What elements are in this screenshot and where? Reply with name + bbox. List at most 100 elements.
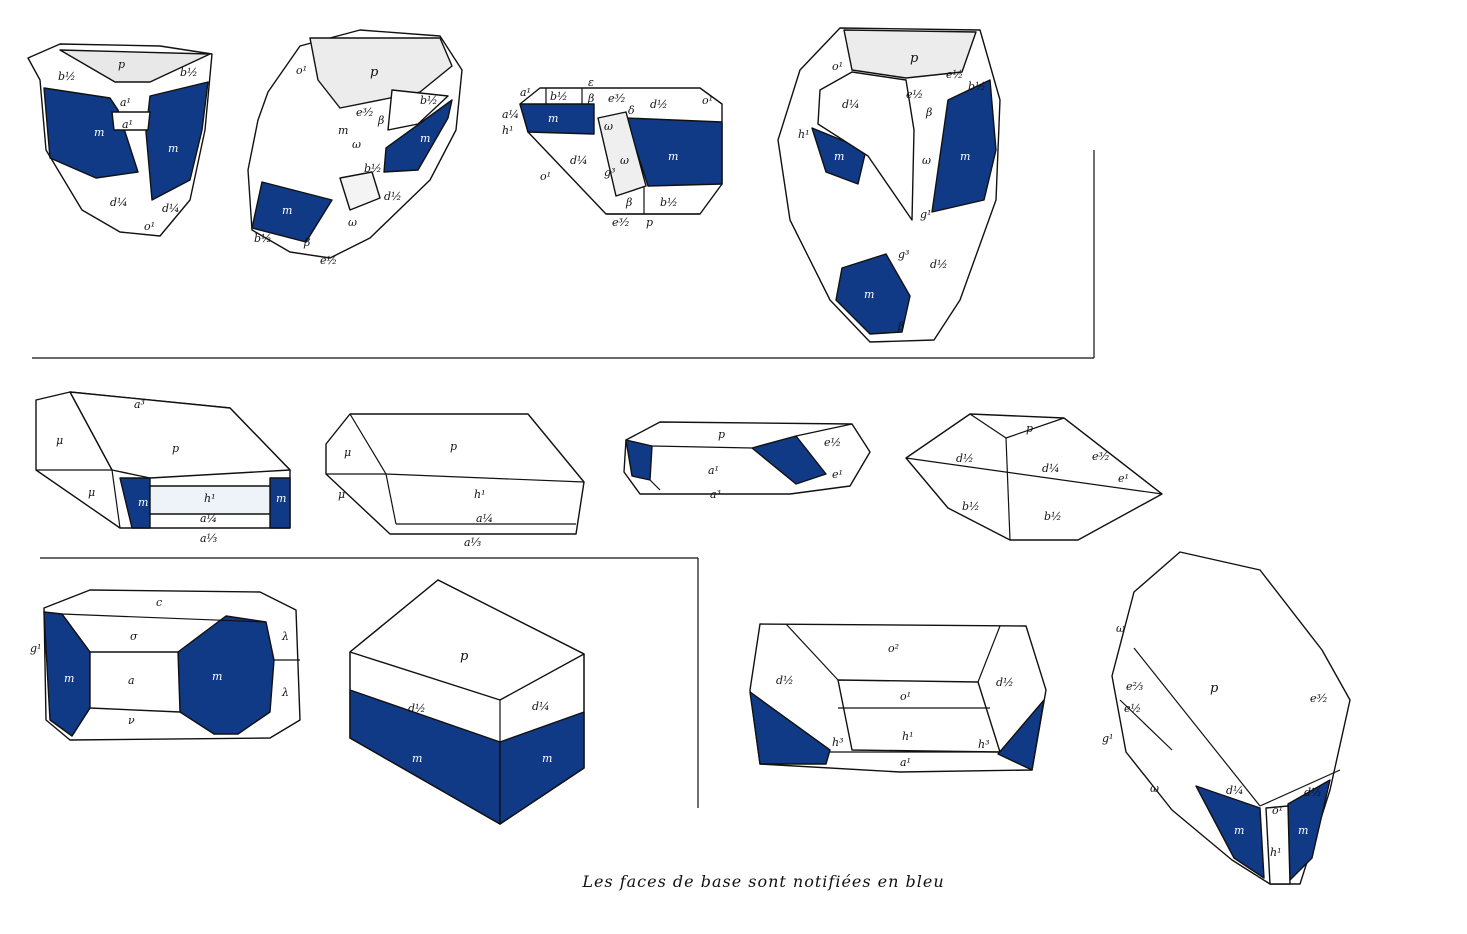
- crystal-2-face-m-left: [251, 181, 333, 243]
- crystal-4-label-omega: ω: [922, 154, 931, 167]
- crystal-4-face-m-right: [931, 79, 997, 213]
- crystal-9: c σ a ν m m λ λ g¹: [30, 589, 301, 741]
- crystal-12-label-g1: g¹: [1102, 732, 1113, 745]
- crystal-11-label-d12-left: d½: [776, 674, 794, 687]
- crystal-11-label-o1: o¹: [900, 690, 911, 703]
- crystal-3-label-m-right: m: [668, 150, 678, 163]
- crystal-4-face-d14: [817, 71, 915, 221]
- crystal-11-label-h3-right: h³: [978, 738, 990, 751]
- crystal-4-label-h1: h¹: [798, 128, 810, 141]
- crystal-12-label-e32: e³⁄₂: [1310, 692, 1327, 705]
- crystal-2-label-o1: o¹: [296, 64, 307, 77]
- crystal-8-label-b12: b½: [962, 500, 980, 513]
- crystal-3-face-m-right: [625, 117, 723, 187]
- crystal-12-label-h1: h¹: [1270, 846, 1282, 859]
- crystal-12-label-e: e½: [1124, 702, 1141, 715]
- crystal-12-label-m-right: m: [1298, 824, 1308, 837]
- crystal-4-face-p: [843, 29, 977, 79]
- crystal-8-label-e1: e¹: [1118, 472, 1129, 485]
- crystal-2-label-e12: e½: [320, 254, 337, 267]
- crystal-10-label-m-right: m: [542, 752, 552, 765]
- crystal-10-face-m-right: [499, 711, 585, 825]
- crystal-4-label-beta: β: [925, 106, 932, 119]
- crystal-1-label-d14-left: d¼: [110, 196, 128, 209]
- crystal-9-label-g1: g¹: [30, 642, 41, 655]
- crystal-9-label-nu: ν: [128, 714, 135, 727]
- crystal-1-label-a1-b: a¹: [122, 118, 133, 131]
- crystal-2-label-d12: d½: [384, 190, 402, 203]
- crystal-4-label-m-bottom: m: [864, 288, 874, 301]
- crystal-11-face-m-right: [997, 699, 1045, 771]
- crystal-3-label-o1-b: o¹: [540, 170, 551, 183]
- crystal-11-face-o1: [837, 679, 1001, 753]
- crystal-10: p d½ d¼ m m: [349, 579, 585, 825]
- crystal-4-label-g3: g³: [898, 248, 909, 261]
- crystal-5-label-mu-b: μ: [88, 486, 95, 499]
- crystal-3-label-b12: b½: [550, 90, 568, 103]
- crystal-6-label-a13: a⅓: [464, 536, 482, 549]
- crystal-5: a³ μ p μ h¹ m m a¼ a⅓: [35, 391, 291, 545]
- crystal-3-face-omega: [597, 111, 647, 197]
- crystal-8-outline: [905, 413, 1163, 541]
- crystal-1-label-p: p: [118, 58, 125, 71]
- crystal-2-label-m: m: [338, 124, 348, 137]
- crystal-11-label-o2: o²: [888, 642, 899, 655]
- crystal-2-face-b12: [387, 89, 449, 131]
- crystal-4-label-m-right: m: [960, 150, 970, 163]
- crystal-4: p o¹ e½ e½ b½ d¼ β h¹ m ω m g¹ g³ d½ m β: [777, 27, 1001, 343]
- plate-caption: Les faces de base sont notifiées en bleu: [582, 872, 945, 891]
- crystal-2-label-b12-bottom: b½: [254, 232, 272, 245]
- crystal-2-label-omega: ω: [352, 138, 361, 151]
- crystal-11-label-h1: h¹: [902, 730, 914, 743]
- crystal-6-outline: [325, 413, 585, 535]
- crystal-10-label-d12: d½: [408, 702, 426, 715]
- crystal-12-label-e23: e⅔: [1126, 680, 1144, 693]
- crystal-5-label-m-right: m: [276, 492, 286, 505]
- crystal-2-label-beta: β: [377, 114, 384, 127]
- crystal-3-label-a14: a¼: [502, 108, 519, 121]
- crystal-2-label-m-left: m: [282, 204, 292, 217]
- crystal-3-label-beta: β: [587, 92, 594, 105]
- crystal-4-label-o1: o¹: [832, 60, 843, 73]
- crystal-2-label-b12-lower: b½: [364, 162, 382, 175]
- crystal-6-label-h1: h¹: [474, 488, 486, 501]
- crystal-3-label-omega-b: ω: [620, 154, 629, 167]
- crystal-1-label-b12-right: b½: [180, 66, 198, 79]
- crystal-7-label-a3: a³: [710, 488, 721, 501]
- crystal-9-label-sigma: σ: [130, 630, 138, 643]
- crystal-9-face-a: [89, 651, 181, 713]
- crystal-1-label-o1: o¹: [144, 220, 155, 233]
- crystal-3-label-d14: d¼: [570, 154, 588, 167]
- crystal-2-label-omega-b: ω: [348, 216, 357, 229]
- crystal-7: p e½ a¹ e¹ a³: [623, 421, 871, 501]
- crystal-9-face-m-right: [177, 615, 275, 735]
- crystal-3-label-epsilon: ε: [588, 76, 594, 89]
- crystal-3-label-d12: d½: [650, 98, 668, 111]
- crystal-5-label-m-left: m: [138, 496, 148, 509]
- crystal-3-label-e32: e³⁄₂: [608, 92, 625, 105]
- crystal-2-face-m-right: [383, 99, 453, 173]
- crystal-12: p ω e⅔ e½ g¹ e³⁄₂ ω d¼ o¹ d½ m m h¹: [1102, 551, 1351, 885]
- crystal-5-label-a14: a¼: [200, 512, 217, 525]
- crystal-4-label-d14: d¼: [842, 98, 860, 111]
- crystal-3-face-m-left: [519, 103, 595, 135]
- crystal-9-label-m-left: m: [64, 672, 74, 685]
- crystal-5-face-m-left: [119, 477, 151, 529]
- crystal-10-label-m-left: m: [412, 752, 422, 765]
- crystal-9-label-m-right: m: [212, 670, 222, 683]
- crystal-7-face-m-right: [751, 435, 827, 485]
- crystal-11: o² o¹ d½ d½ h³ h¹ h³ a¹: [749, 623, 1047, 773]
- crystal-5-label-a13: a⅓: [200, 532, 218, 545]
- crystal-4-label-b12: b½: [968, 80, 986, 93]
- crystal-7-label-a1: a¹: [708, 464, 719, 477]
- crystal-2-label-m-right: m: [420, 132, 430, 145]
- crystal-3-label-a1: a¹: [520, 86, 531, 99]
- crystal-2-label-b12: b½: [420, 94, 438, 107]
- crystal-1-label-b12-left: b½: [58, 70, 76, 83]
- crystal-3-label-delta: δ: [628, 104, 635, 117]
- crystal-11-label-a1: a¹: [900, 756, 911, 769]
- crystal-4-label-d12: d½: [930, 258, 948, 271]
- crystal-5-label-a3: a³: [134, 398, 145, 411]
- crystal-6: μ p μ h¹ a¼ a⅓: [325, 413, 585, 549]
